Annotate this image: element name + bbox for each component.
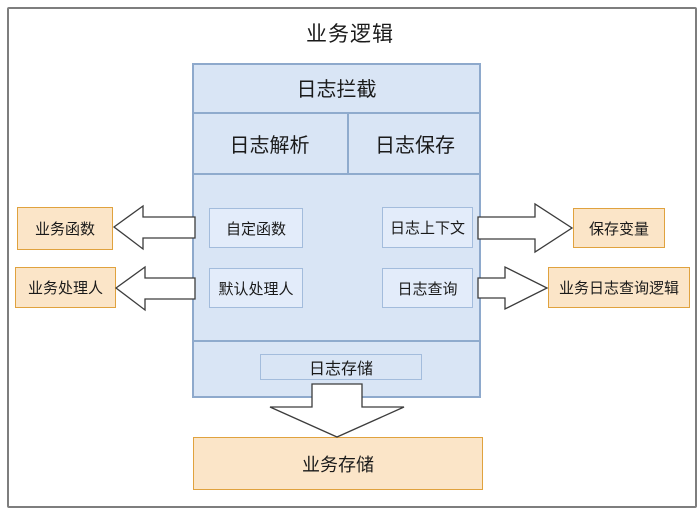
node-save-variable: 保存变量 (573, 208, 665, 248)
node-log-context: 日志上下文 (382, 207, 473, 248)
node-log-query: 日志查询 (382, 268, 473, 308)
divider-header (194, 112, 479, 114)
divider-columns (194, 173, 479, 175)
node-business-log-query-logic: 业务日志查询逻辑 (548, 267, 690, 308)
node-default-handler: 默认处理人 (209, 268, 303, 308)
column-log-parse-label: 日志解析 (229, 134, 310, 157)
node-log-storage: 日志存储 (260, 354, 422, 380)
log-intercept-label: 日志拦截 (296, 79, 377, 101)
node-business-handler: 业务处理人 (15, 267, 116, 308)
node-business-function: 业务函数 (17, 207, 113, 250)
node-custom-function: 自定函数 (209, 208, 303, 248)
node-business-storage: 业务存储 (193, 437, 483, 490)
divider-vertical (347, 114, 349, 173)
divider-storage (194, 340, 479, 342)
column-log-save-label: 日志保存 (375, 134, 455, 157)
page-title: 业务逻辑 (306, 23, 394, 46)
